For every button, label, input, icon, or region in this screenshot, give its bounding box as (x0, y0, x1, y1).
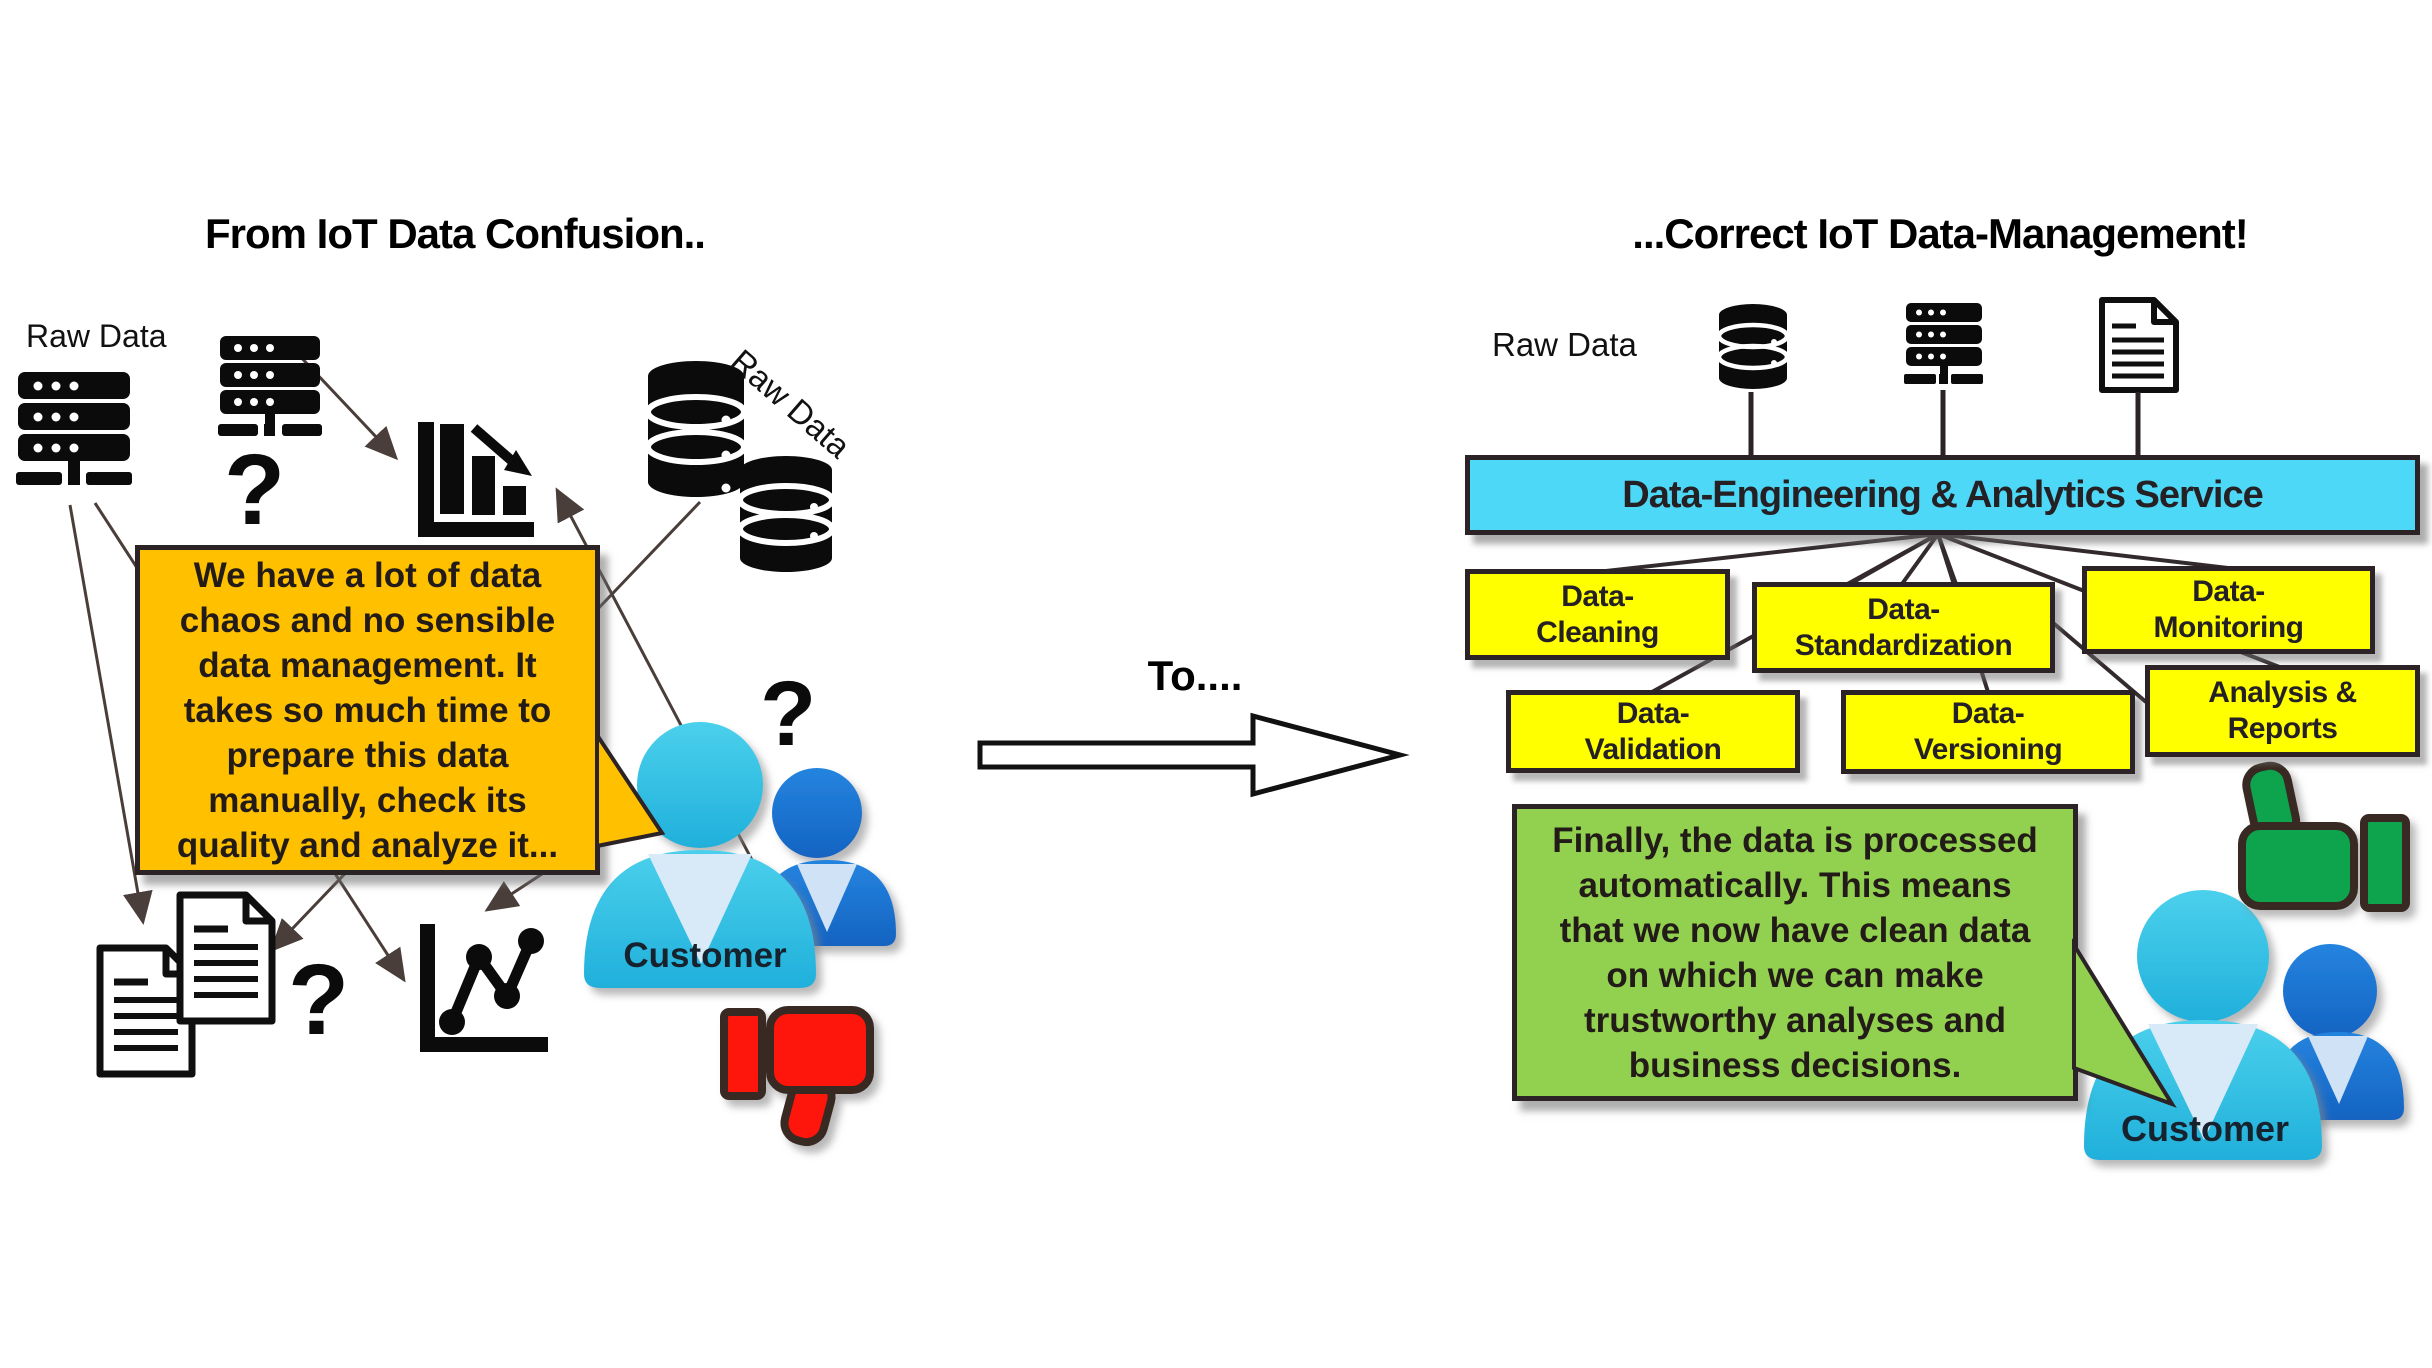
chaos-bubble-tail (595, 728, 666, 849)
bubble-line: We have a lot of data (193, 555, 542, 595)
process-box-cleaning: Data- Cleaning (1465, 569, 1730, 660)
process-box-label: Validation (1584, 732, 1722, 766)
database-icon (1716, 304, 1790, 389)
process-box-label: Versioning (1913, 733, 2063, 766)
database-icon (737, 456, 835, 572)
database-icon (645, 361, 747, 497)
process-box-standardization: Data- Standardization (1752, 582, 2055, 673)
bubble-line: chaos and no sensible (179, 600, 556, 640)
bubble-line: on which we can make (1606, 955, 1984, 995)
process-box-validation: Data- Validation (1506, 690, 1800, 773)
process-box-label: Data- (2192, 575, 2265, 608)
process-box-label: Analysis & (2208, 676, 2357, 709)
bubble-line: business decisions. (1628, 1045, 1962, 1085)
server-icon (1904, 303, 1983, 384)
transition-arrow (977, 712, 1410, 798)
raw-data-label: Raw Data (1492, 326, 1637, 363)
right-title: ...Correct IoT Data-Management! (1632, 210, 2248, 257)
customer-label: Customer (2120, 1108, 2290, 1149)
server-icon (218, 336, 322, 436)
source-connector-lines (1748, 390, 2141, 457)
bubble-line: trustworthy analyses and (1583, 1000, 2007, 1040)
to-label: To.... (1147, 652, 1243, 699)
process-box-monitoring: Data- Monitoring (2082, 566, 2375, 654)
question-mark: ? (224, 434, 286, 546)
left-title: From IoT Data Confusion.. (205, 210, 706, 257)
customer-label: Customer (623, 936, 787, 975)
document-icon (176, 891, 276, 1025)
question-mark: ? (760, 663, 817, 765)
process-box-label: Reports (2227, 712, 2338, 745)
success-speech-bubble: Finally, the data is processed automatic… (1512, 804, 2078, 1101)
customer-group (584, 722, 896, 988)
bubble-line: automatically. This means (1578, 865, 2012, 905)
line-chart-icon (420, 924, 548, 1052)
process-box-label: Data- (1561, 579, 1634, 613)
bar-chart-declining-icon (418, 422, 534, 537)
bubble-line: data management. It (198, 645, 537, 685)
bubble-line: that we now have clean data (1559, 910, 2031, 950)
process-box-label: Cleaning (1536, 615, 1659, 649)
bubble-line: prepare this data (226, 735, 509, 775)
bubble-line: Finally, the data is processed (1552, 820, 2038, 860)
person-front-icon (584, 722, 816, 988)
success-bubble-tail (2072, 937, 2177, 1108)
question-mark: ? (288, 944, 350, 1056)
thumbs-up-icon (2238, 761, 2410, 912)
process-box-label: Data- (1951, 697, 2025, 730)
bubble-line: takes so much time to (183, 690, 552, 730)
bubble-line: manually, check its (208, 780, 527, 820)
document-icon (2099, 297, 2179, 393)
thumbs-down-icon (720, 1006, 874, 1147)
process-box-label: Monitoring (2153, 611, 2304, 644)
process-box-label: Data- (1616, 696, 1690, 730)
process-box-versioning: Data- Versioning (1841, 690, 2135, 774)
raw-data-label: Raw Data (26, 318, 167, 354)
process-box-label: Standardization (1794, 628, 2013, 662)
process-box-analysis-reports: Analysis & Reports (2145, 665, 2420, 757)
service-box: Data-Engineering & Analytics Service (1465, 455, 2420, 535)
bubble-line: quality and analyze it... (176, 825, 559, 865)
server-icon (16, 372, 132, 485)
process-box-label: Data- (1867, 592, 1940, 626)
chaos-speech-bubble: We have a lot of data chaos and no sensi… (135, 545, 600, 875)
service-box-label: Data-Engineering & Analytics Service (1622, 473, 2263, 516)
